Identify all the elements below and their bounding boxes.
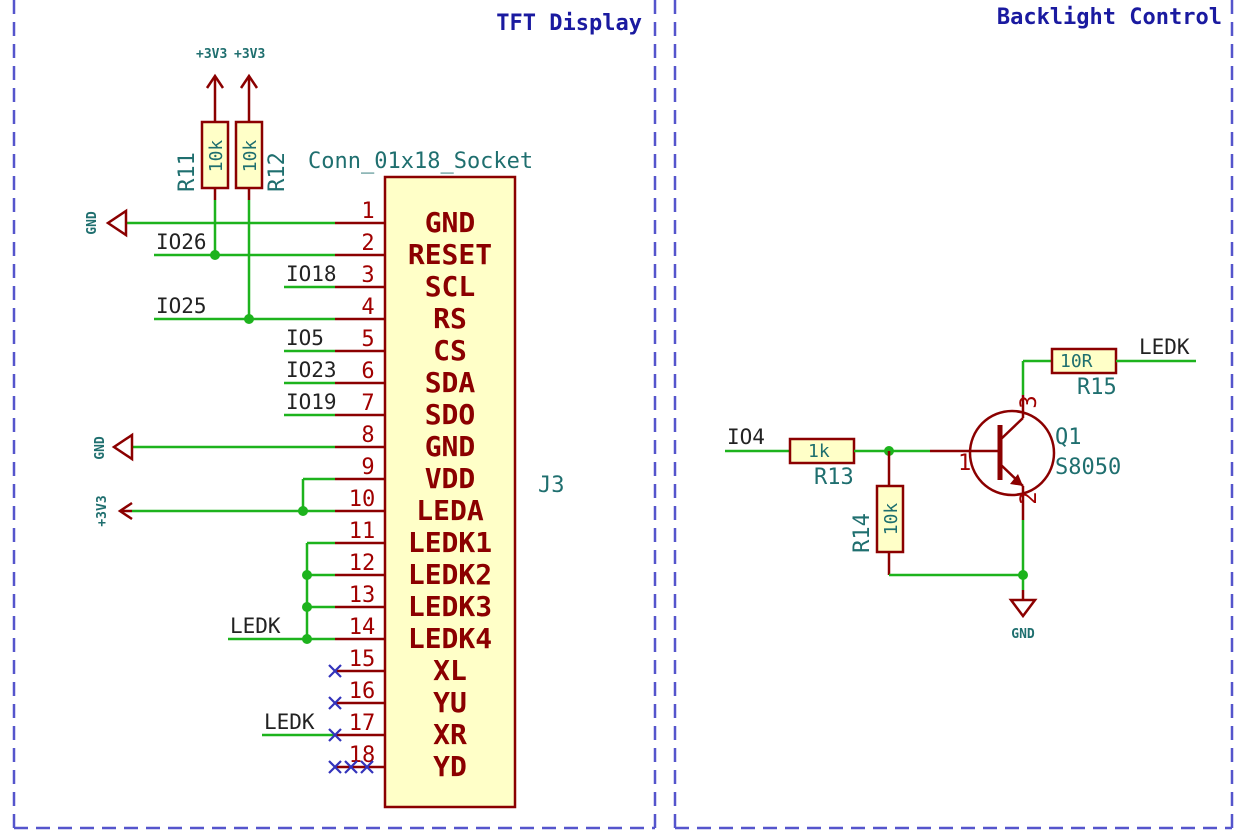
net-label-io5: IO5: [286, 326, 324, 350]
connector-ref: J3: [538, 473, 565, 498]
pin-name-16: YU: [433, 686, 467, 719]
pin-number-13: 13: [349, 583, 376, 608]
junction-io25: [244, 314, 254, 324]
net-label-io23: IO23: [286, 358, 337, 382]
pin-number-17: 17: [349, 711, 376, 736]
net-label-io18: IO18: [286, 262, 337, 286]
q1-pin-emitter: 2: [1017, 491, 1042, 504]
junction-io26: [210, 250, 220, 260]
resistor-r11-body: [200, 120, 230, 190]
pin-number-5: 5: [361, 327, 374, 352]
connector-name: Conn_01x18_Socket: [308, 149, 533, 174]
pin-name-12: LEDK2: [408, 558, 492, 591]
connector-body: [383, 175, 517, 809]
power-symbol-3v3-r11: [205, 73, 225, 122]
power-label-3v3-2: +3V3: [234, 47, 265, 62]
pin-name-1: GND: [425, 206, 476, 239]
pin-name-8: GND: [425, 430, 476, 463]
pin-name-11: LEDK1: [408, 526, 492, 559]
power-label-3v3-leda: +3V3: [95, 495, 110, 526]
pin-name-5: CS: [433, 334, 467, 367]
ground-label-2: GND: [93, 436, 108, 460]
pin-name-15: XL: [433, 654, 467, 687]
junction-leda: [298, 506, 308, 516]
pin-name-10: LEDA: [416, 494, 484, 527]
ground-label-right: GND: [1011, 627, 1035, 642]
q1-ref: Q1: [1055, 425, 1082, 450]
ground-symbol-pin1: [105, 208, 128, 238]
net-label-io4: IO4: [727, 425, 765, 449]
q1-value: S8050: [1055, 455, 1121, 480]
ground-symbol-right: [1008, 590, 1038, 619]
panel-title-backlight: Backlight Control: [997, 5, 1222, 30]
pin-number-1: 1: [361, 199, 374, 224]
pin-name-3: SCL: [425, 270, 476, 303]
pin-number-3: 3: [361, 263, 374, 288]
resistor-r12-ref: R12: [265, 152, 290, 192]
junction-ledk4: [302, 634, 312, 644]
resistor-r13-ref: R13: [814, 465, 854, 490]
transistor-q1: [930, 395, 1056, 520]
pin-name-2: RESET: [408, 238, 492, 271]
pin-number-10: 10: [349, 487, 376, 512]
resistor-r14-body: [875, 484, 905, 554]
net-label-ledk-b: LEDK: [264, 710, 315, 734]
resistor-r13-body: [788, 437, 856, 465]
panel-title-tft: TFT Display: [496, 11, 642, 36]
ground-symbol-pin8: [111, 432, 134, 462]
pin-name-18: YD: [433, 750, 467, 783]
q1-pin-collector: 3: [1017, 395, 1042, 408]
pin-number-16: 16: [349, 679, 376, 704]
pin-number-14: 14: [349, 615, 376, 640]
power-symbol-3v3-r12: [239, 73, 259, 122]
pin-name-14: LEDK4: [408, 622, 492, 655]
resistor-r14-value: 10k: [881, 503, 902, 536]
pin-name-9: VDD: [425, 462, 476, 495]
resistor-r15-value: 10R: [1060, 351, 1093, 372]
junction-ledk3: [302, 602, 312, 612]
pin-name-7: SDO: [425, 398, 476, 431]
ground-label-1: GND: [85, 211, 100, 235]
pin-name-13: LEDK3: [408, 590, 492, 623]
junction-ledk2: [302, 570, 312, 580]
pin-name-4: RS: [433, 302, 467, 335]
pin-number-4: 4: [361, 295, 374, 320]
pin-number-11: 11: [349, 519, 376, 544]
pin-number-7: 7: [361, 391, 374, 416]
resistor-r15-body: [1050, 347, 1118, 375]
net-label-io26: IO26: [156, 230, 207, 254]
net-label-io25: IO25: [156, 294, 207, 318]
resistor-r12-value: 10k: [240, 140, 261, 173]
pin-name-6: SDA: [425, 366, 476, 399]
resistor-r15-ref: R15: [1077, 375, 1117, 400]
pin-number-6: 6: [361, 359, 374, 384]
resistor-r12-body: [234, 120, 264, 190]
pin-number-8: 8: [361, 423, 374, 448]
q1-pin-base: 1: [958, 451, 971, 476]
resistor-r13-value: 1k: [808, 441, 830, 462]
sheet-frames: [12, 0, 1234, 832]
no-connect-markers: [328, 664, 374, 774]
net-label-ledk-c: LEDK: [1139, 335, 1190, 359]
pin-number-12: 12: [349, 551, 376, 576]
pin-name-17: XR: [433, 718, 467, 751]
resistor-r11-value: 10k: [206, 140, 227, 173]
net-label-ledk-a: LEDK: [230, 614, 281, 638]
pin-number-9: 9: [361, 455, 374, 480]
power-label-3v3-1: +3V3: [196, 47, 227, 62]
net-label-io19: IO19: [286, 390, 337, 414]
resistor-r11-ref: R11: [175, 152, 200, 192]
power-symbol-3v3-leda: [117, 501, 133, 521]
pin-number-15: 15: [349, 647, 376, 672]
connector-pin-stubs: [335, 221, 385, 769]
resistor-r14-ref: R14: [850, 513, 875, 553]
pin-number-2: 2: [361, 231, 374, 256]
